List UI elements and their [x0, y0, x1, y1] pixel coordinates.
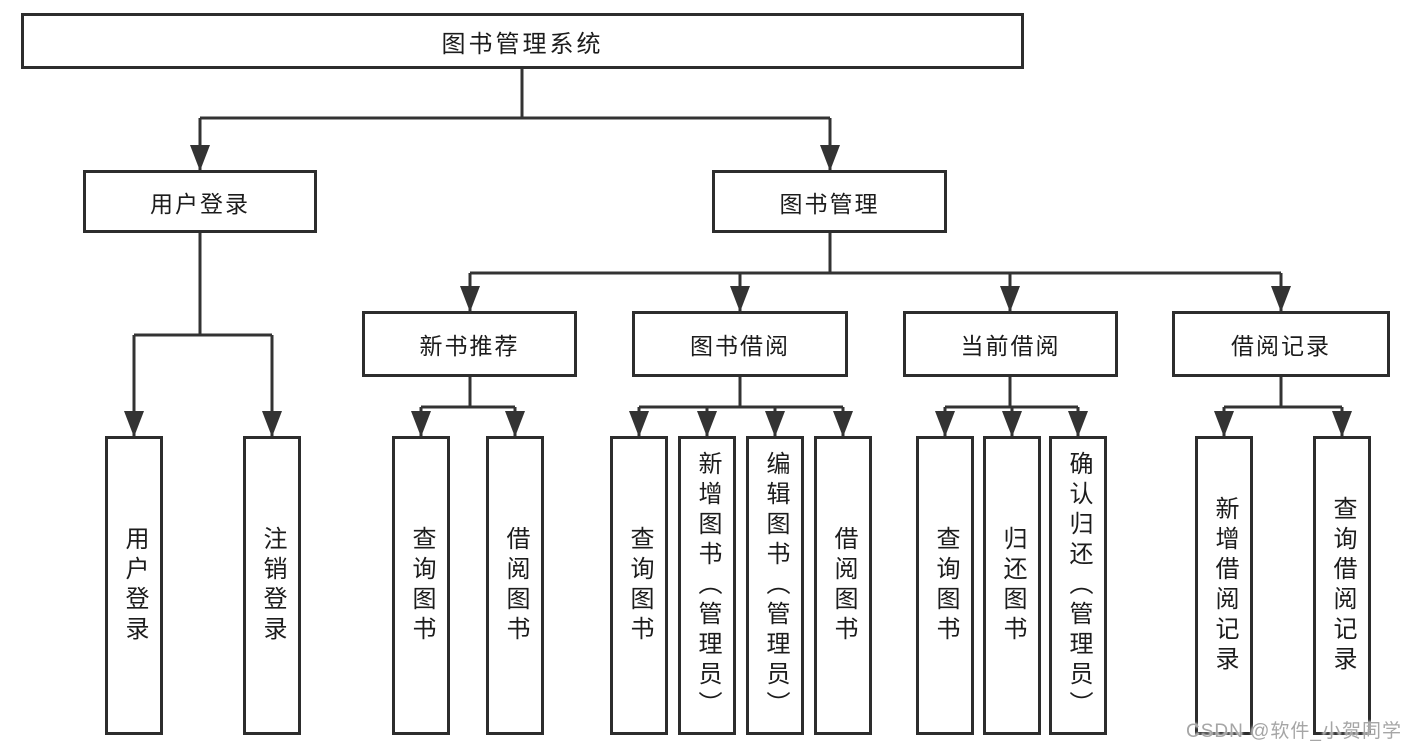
node-user-login: 用户登录 — [83, 170, 317, 233]
node-leaf-logout: 注销登录 — [243, 436, 301, 735]
node-leaf-return-book: 归还图书 — [983, 436, 1041, 735]
node-root-label: 图书管理系统 — [441, 30, 604, 58]
node-root: 图书管理系统 — [21, 13, 1024, 69]
node-leaf-add-borrow-record-label: 新增借阅记录 — [1211, 495, 1238, 676]
node-leaf-search-borrow-record: 查询借阅记录 — [1313, 436, 1371, 735]
node-leaf-current-search-book-label: 查询图书 — [932, 525, 959, 646]
node-leaf-borrow-search-book-label: 查询图书 — [626, 525, 653, 646]
node-leaf-borrow-book-label: 借阅图书 — [830, 525, 857, 646]
node-leaf-recommend-borrow-book-label: 借阅图书 — [502, 525, 529, 646]
node-leaf-confirm-return-admin: 确认归还（管理员） — [1049, 436, 1107, 735]
tree-arrow-lines — [124, 118, 1352, 437]
csdn-watermark: CSDN @软件_小贺同学 — [1186, 721, 1402, 742]
node-borrow-history-label: 借阅记录 — [1231, 333, 1331, 359]
node-new-book-recommend: 新书推荐 — [362, 311, 577, 377]
node-leaf-recommend-search-book: 查询图书 — [392, 436, 450, 735]
node-leaf-current-search-book: 查询图书 — [916, 436, 974, 735]
node-leaf-confirm-return-admin-label: 确认归还（管理员） — [1065, 450, 1092, 721]
node-leaf-add-borrow-record: 新增借阅记录 — [1195, 436, 1253, 735]
node-leaf-return-book-label: 归还图书 — [999, 525, 1026, 646]
tree-elbow-lines — [134, 69, 1342, 409]
node-leaf-user-login: 用户登录 — [105, 436, 163, 735]
node-leaf-add-book-admin-label: 新增图书（管理员） — [694, 450, 721, 721]
node-book-borrow: 图书借阅 — [632, 311, 848, 377]
node-leaf-recommend-search-book-label: 查询图书 — [408, 525, 435, 646]
node-leaf-logout-label: 注销登录 — [259, 525, 286, 646]
node-user-login-label: 用户登录 — [150, 190, 250, 217]
node-leaf-edit-book-admin: 编辑图书（管理员） — [746, 436, 804, 735]
node-book-management-label: 图书管理 — [779, 190, 880, 217]
node-leaf-recommend-borrow-book: 借阅图书 — [486, 436, 544, 735]
node-current-borrow: 当前借阅 — [903, 311, 1118, 377]
node-leaf-add-book-admin: 新增图书（管理员） — [678, 436, 736, 735]
node-book-management: 图书管理 — [712, 170, 947, 233]
node-leaf-edit-book-admin-label: 编辑图书（管理员） — [762, 450, 789, 721]
node-leaf-borrow-search-book: 查询图书 — [610, 436, 668, 735]
node-leaf-user-login-label: 用户登录 — [121, 525, 148, 646]
node-current-borrow-label: 当前借阅 — [960, 333, 1061, 359]
node-new-book-recommend-label: 新书推荐 — [419, 333, 520, 359]
node-book-borrow-label: 图书借阅 — [690, 333, 790, 359]
node-borrow-history: 借阅记录 — [1172, 311, 1390, 377]
node-leaf-borrow-book: 借阅图书 — [814, 436, 872, 735]
node-leaf-search-borrow-record-label: 查询借阅记录 — [1329, 495, 1356, 676]
